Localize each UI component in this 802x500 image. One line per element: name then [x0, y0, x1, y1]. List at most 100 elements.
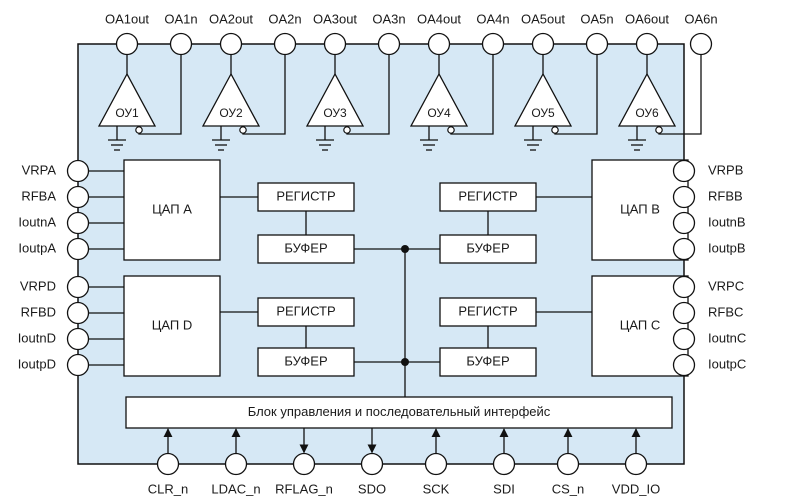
oa6out-label: OA6out	[625, 11, 669, 26]
op-amp-2	[201, 72, 261, 127]
control-block-label: Блок управления и последовательный интер…	[248, 404, 551, 419]
sck-pin	[424, 452, 448, 476]
rfbb-label: RFBB	[708, 188, 743, 203]
register-left-0-label: РЕГИСТР	[276, 188, 335, 203]
op-amp-2-label: ОУ2	[219, 106, 243, 120]
oa3out-label: OA3out	[313, 11, 357, 26]
buffer-right-0	[439, 234, 537, 264]
op-amp-5-label: ОУ5	[531, 106, 555, 120]
ioutpc-pin	[672, 353, 696, 377]
ioutpb-label: IoutpB	[708, 240, 746, 255]
junction-dot	[401, 358, 409, 366]
dac-a-label: ЦАП A	[152, 201, 192, 216]
ioutnc-pin	[672, 327, 696, 351]
oa4out-label: OA4out	[417, 11, 461, 26]
vrpc-pin	[672, 275, 696, 299]
oa3out-pin	[323, 32, 347, 56]
rfbb-pin	[672, 185, 696, 209]
rfbc-pin	[672, 301, 696, 325]
rflag_n-pin	[292, 452, 316, 476]
ioutpc-label: IoutpC	[708, 356, 746, 371]
ldac_n-label: LDAC_n	[211, 481, 260, 496]
ioutnc-label: IoutnC	[708, 330, 746, 345]
oa1out-label: OA1out	[105, 11, 149, 26]
vrpd-label: VRPD	[20, 278, 56, 293]
inverting-input-bubble	[239, 126, 247, 134]
register-left-0	[257, 182, 355, 212]
op-amp-4-label: ОУ4	[427, 106, 451, 120]
op-amp-1	[97, 72, 157, 127]
oa2n-pin	[273, 32, 297, 56]
ioutna-label: IoutnA	[18, 214, 56, 229]
oa2out-pin	[219, 32, 243, 56]
rfba-pin	[66, 185, 90, 209]
control-block	[125, 396, 673, 429]
oa6n-label: OA6n	[684, 11, 717, 26]
dac-c-block	[591, 275, 689, 377]
oa3n-pin	[377, 32, 401, 56]
rfbc-label: RFBC	[708, 304, 743, 319]
ldac_n-pin	[224, 452, 248, 476]
junction-dot	[401, 245, 409, 253]
vdd_io-pin	[624, 452, 648, 476]
vdd_io-label: VDD_IO	[612, 481, 660, 496]
rflag_n-label: RFLAG_n	[275, 481, 333, 496]
inverting-input-bubble	[551, 126, 559, 134]
oa2n-label: OA2n	[268, 11, 301, 26]
vrpc-label: VRPC	[708, 278, 744, 293]
buffer-right-0-label: БУФЕР	[466, 240, 509, 255]
op-amp-4	[409, 72, 469, 127]
op-amp-6	[617, 72, 677, 127]
dac-d-label: ЦАП D	[152, 317, 193, 332]
oa2out-label: OA2out	[209, 11, 253, 26]
oa5out-label: OA5out	[521, 11, 565, 26]
ioutna-pin	[66, 211, 90, 235]
cs_n-label: CS_n	[552, 481, 585, 496]
oa1n-label: OA1n	[164, 11, 197, 26]
pins	[66, 32, 713, 476]
cs_n-pin	[556, 452, 580, 476]
oa3n-label: OA3n	[372, 11, 405, 26]
ioutpd-pin	[66, 353, 90, 377]
ioutnb-pin	[672, 211, 696, 235]
register-left-1-label: РЕГИСТР	[276, 303, 335, 318]
rfbd-pin	[66, 301, 90, 325]
op-amp-5	[513, 72, 573, 127]
vrpd-pin	[66, 275, 90, 299]
ioutpd-label: IoutpD	[18, 356, 56, 371]
op-amp-3	[305, 72, 365, 127]
dac-d-block	[123, 275, 221, 377]
buffer-left-1-label: БУФЕР	[284, 353, 327, 368]
inverting-input-bubble	[655, 126, 663, 134]
inverting-input-bubble	[343, 126, 351, 134]
op-amp-1-label: ОУ1	[115, 106, 139, 120]
vrpa-pin	[66, 159, 90, 183]
oa5out-pin	[531, 32, 555, 56]
oa5n-label: OA5n	[580, 11, 613, 26]
sdi-pin	[492, 452, 516, 476]
ioutnd-pin	[66, 327, 90, 351]
inverting-input-bubble	[135, 126, 143, 134]
register-right-1	[439, 297, 537, 327]
buffer-left-1	[257, 347, 355, 377]
buffer-left-0-label: БУФЕР	[284, 240, 327, 255]
vrpa-label: VRPA	[22, 162, 57, 177]
register-right-0-label: РЕГИСТР	[458, 188, 517, 203]
sdo-label: SDO	[358, 481, 386, 496]
sck-label: SCK	[423, 481, 450, 496]
oa4out-pin	[427, 32, 451, 56]
register-right-0	[439, 182, 537, 212]
register-right-1-label: РЕГИСТР	[458, 303, 517, 318]
oa1out-pin	[115, 32, 139, 56]
sdi-label: SDI	[493, 481, 515, 496]
dac-a-block	[123, 159, 221, 261]
oa5n-pin	[585, 32, 609, 56]
rfbd-label: RFBD	[21, 304, 56, 319]
ioutnb-label: IoutnB	[708, 214, 746, 229]
functional-blocks	[123, 159, 689, 429]
dac-c-label: ЦАП C	[620, 317, 661, 332]
ioutpa-pin	[66, 237, 90, 261]
inverting-input-bubble	[447, 126, 455, 134]
